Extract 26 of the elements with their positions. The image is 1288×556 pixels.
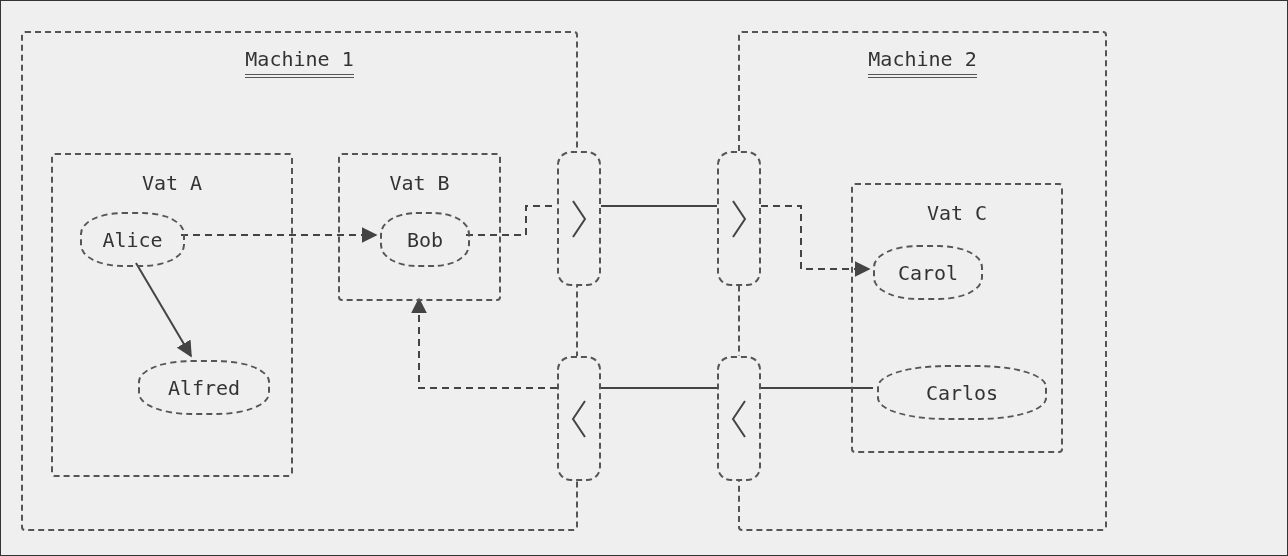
node-label: Bob bbox=[406, 227, 444, 252]
vat-container bbox=[851, 183, 1063, 453]
node-label: Carol bbox=[897, 260, 959, 285]
process-node bbox=[873, 245, 983, 300]
port-box bbox=[717, 356, 761, 481]
connector-arrow bbox=[760, 205, 871, 277]
port-box bbox=[717, 151, 761, 286]
connector-arrow bbox=[180, 227, 378, 243]
port-box bbox=[557, 356, 601, 481]
connector-arrow bbox=[411, 297, 558, 389]
process-node bbox=[380, 212, 470, 267]
vat-container bbox=[51, 153, 293, 477]
container-title: Vat C bbox=[926, 201, 988, 225]
vat-container bbox=[338, 153, 501, 301]
process-node bbox=[138, 360, 270, 415]
container-title: Machine 2 bbox=[868, 47, 977, 78]
node-label: Alice bbox=[102, 227, 163, 252]
container-title: Machine 1 bbox=[245, 47, 354, 78]
port-box bbox=[557, 151, 601, 286]
node-label: Carlos bbox=[925, 380, 999, 405]
process-node bbox=[877, 365, 1047, 420]
connector-arrow bbox=[135, 262, 192, 358]
process-node bbox=[80, 212, 185, 267]
container-title: Vat A bbox=[141, 171, 203, 195]
node-label: Alfred bbox=[167, 375, 241, 400]
container-title: Vat B bbox=[389, 171, 450, 195]
